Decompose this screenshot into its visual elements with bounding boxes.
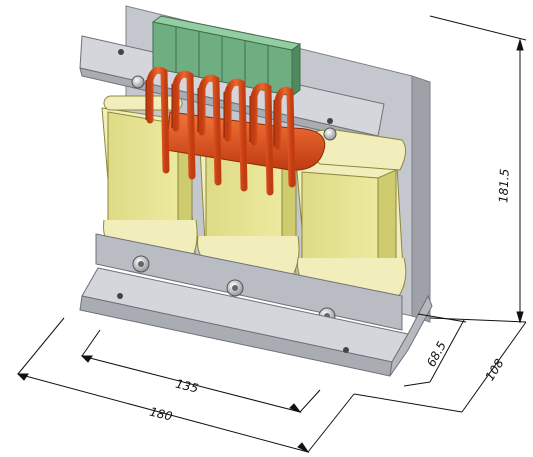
dim-height-label: 181.5 [496,168,511,203]
base-bracket [79,267,433,377]
dim-width-overall-label: 180 [148,405,174,424]
dim-width-mounting-label: 135 [174,377,200,396]
terminal-block-strip [151,15,302,97]
dimension-lines [16,15,527,454]
copper-winding [145,66,326,196]
dim-depth-overall-label: 108 [483,356,507,383]
top-bolts [131,75,337,141]
